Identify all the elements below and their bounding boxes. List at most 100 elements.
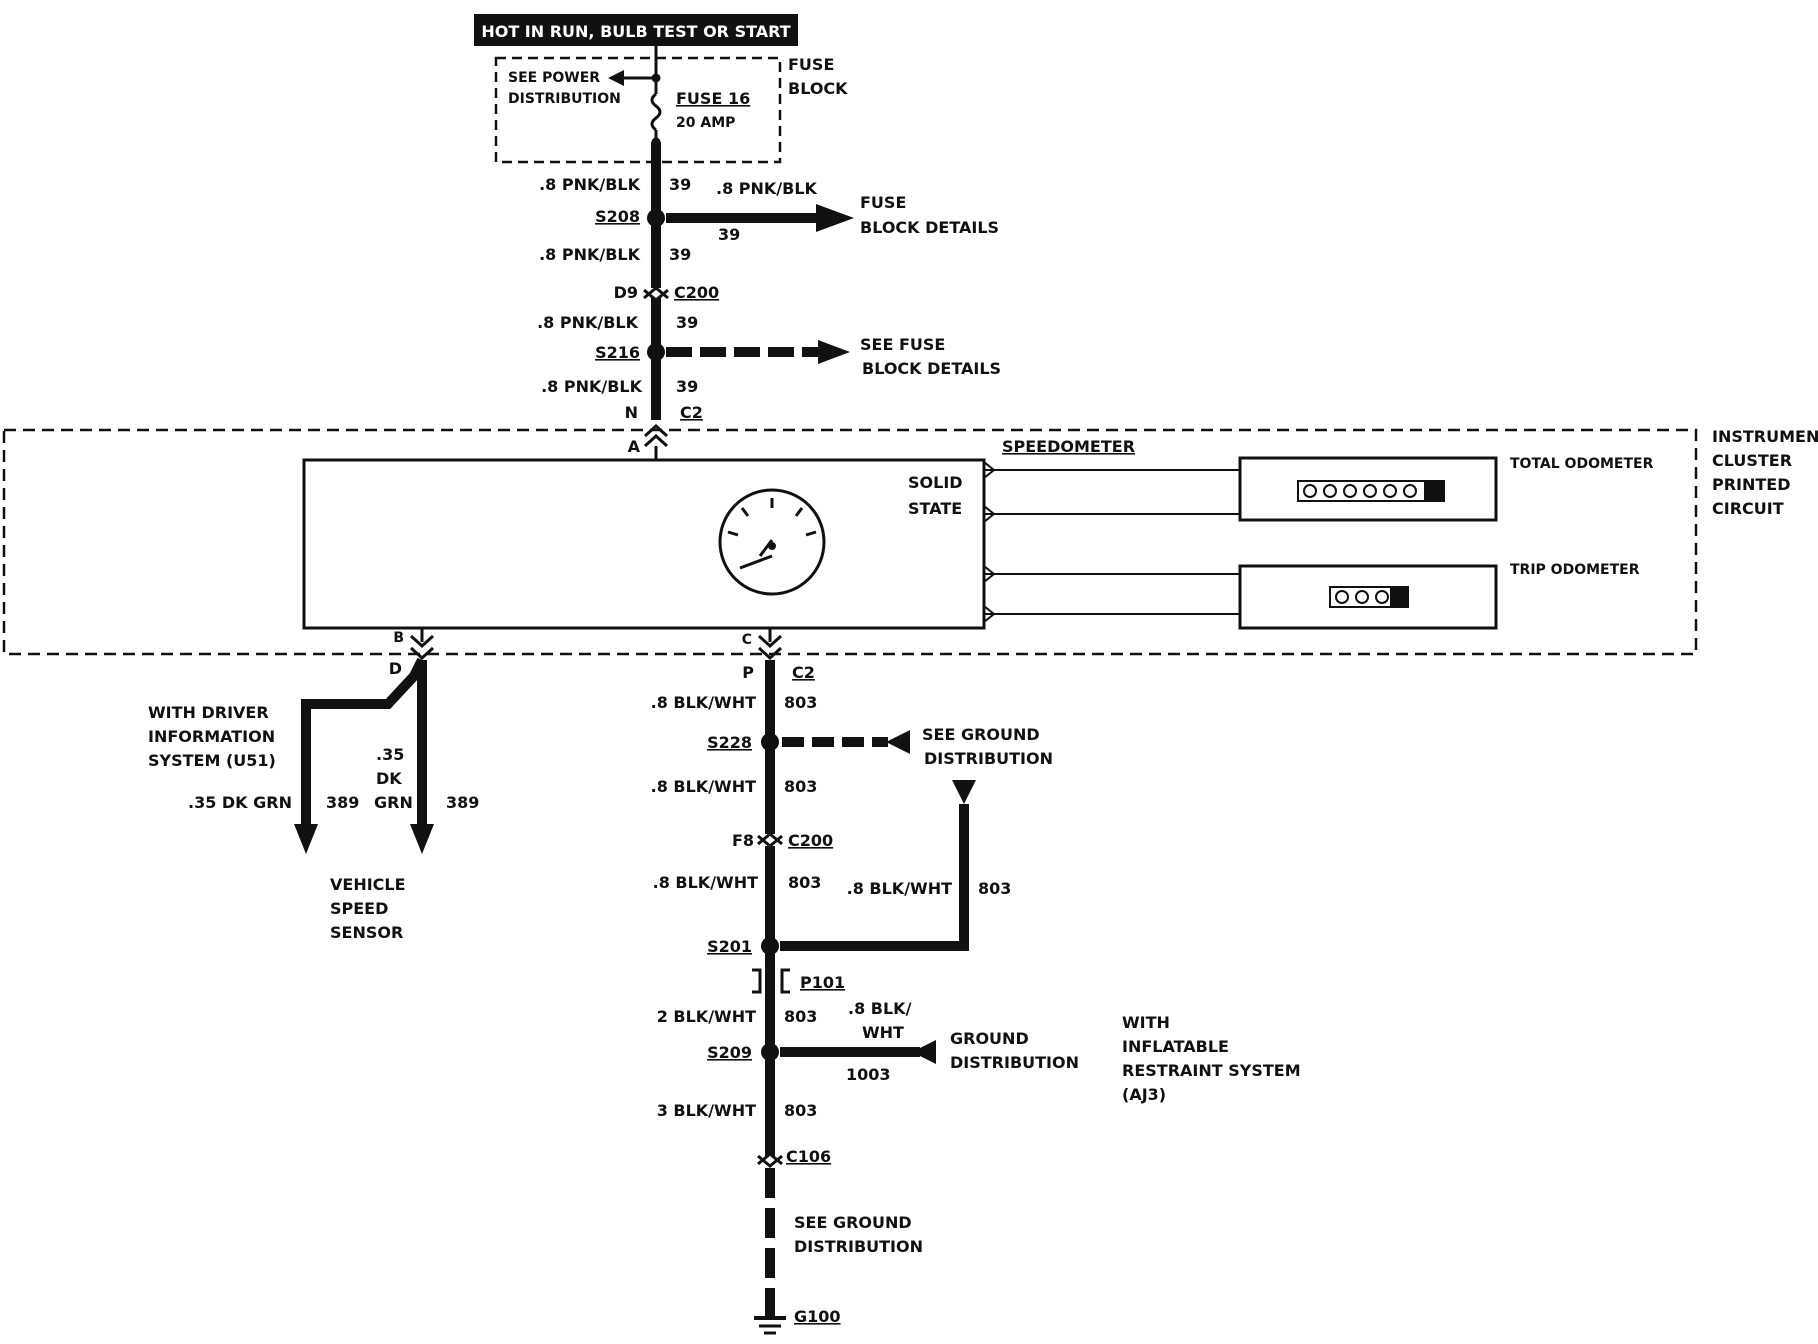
seg3-wire-label: .8 PNK/BLK [537, 313, 639, 332]
ground-g100-label: G100 [794, 1307, 841, 1326]
ground-seg2-circuit: 803 [784, 777, 817, 796]
ground-seg3-circuit: 803 [788, 873, 821, 892]
vss-option-1: WITH DRIVER [148, 703, 269, 722]
vss-right-wire-1: .35 [376, 745, 404, 764]
trip-odo-connector-icon [983, 565, 996, 623]
total-odometer-digits-icon [1297, 480, 1445, 502]
fuse-block-details-2: BLOCK DETAILS [860, 218, 999, 237]
speedometer-label: SPEEDOMETER [1002, 437, 1135, 456]
branch-s208-arrow-icon [816, 204, 854, 232]
cluster-label-4: CIRCUIT [1712, 499, 1784, 518]
ground-seg1-circuit: 803 [784, 693, 817, 712]
conn-c2-top-label: C2 [680, 403, 703, 422]
vss-right-circuit: 389 [446, 793, 479, 812]
seg2-circuit: 39 [669, 245, 691, 264]
cluster-label-3: PRINTED [1712, 475, 1791, 494]
fuse-rating: 20 AMP [676, 115, 735, 131]
vss-left-circuit: 389 [326, 793, 359, 812]
ground-seg5-wire: 3 BLK/WHT [657, 1101, 756, 1120]
seg4-wire-label: .8 PNK/BLK [541, 377, 643, 396]
branch-s228-arrow-icon [886, 730, 910, 754]
airbag-option-1: WITH [1122, 1013, 1170, 1032]
cluster-pin-b: B [393, 630, 404, 646]
vss-option-3: SYSTEM (U51) [148, 751, 276, 770]
seg1-circuit: 39 [669, 175, 691, 194]
see-ground-dist2-2: DISTRIBUTION [794, 1237, 923, 1256]
cluster-pin-a: A [628, 437, 641, 456]
pass-through-p101-icon [752, 968, 790, 994]
see-fuse-block-details-2: BLOCK DETAILS [862, 359, 1001, 378]
see-fuse-block-details-1: SEE FUSE [860, 335, 945, 354]
total-odometer-label: TOTAL ODOMETER [1510, 456, 1654, 472]
see-ground-dist-1: SEE GROUND [922, 725, 1040, 744]
airbag-option-4: (AJ3) [1122, 1085, 1166, 1104]
solid-state-1: SOLID [908, 473, 963, 492]
vss-option-2: INFORMATION [148, 727, 275, 746]
fuse-block-outline [494, 56, 782, 164]
branch-s216-arrow-icon [818, 340, 850, 364]
ground-side-wire: .8 BLK/WHT [847, 879, 952, 898]
wire-803-side [780, 804, 969, 951]
conn-c2-top-pin: N [625, 403, 638, 422]
splice-s201-label: S201 [707, 937, 752, 956]
see-ground-dist2-1: SEE GROUND [794, 1213, 912, 1232]
see-power-distribution-2: DISTRIBUTION [508, 91, 621, 107]
fuse-icon [650, 92, 662, 132]
ground-conn2-label: C200 [788, 831, 833, 850]
wire-389-left [301, 657, 427, 828]
airbag-option-3: RESTRAINT SYSTEM [1122, 1061, 1301, 1080]
pass-through-p101-label: P101 [800, 973, 845, 992]
speedometer-module [302, 458, 986, 630]
vss-left-wire: .35 DK GRN [188, 793, 292, 812]
ground-seg3-wire: .8 BLK/WHT [653, 873, 758, 892]
conn-c200-pin: D9 [614, 283, 638, 302]
conn-c106-label: C106 [786, 1147, 831, 1166]
ground-seg1-wire: .8 BLK/WHT [651, 693, 756, 712]
fuse-name: FUSE 16 [676, 89, 750, 108]
ground-conn2-pin: F8 [732, 831, 754, 850]
power-label: HOT IN RUN, BULB TEST OR START [481, 22, 790, 41]
connector-c2-top-icon [643, 423, 669, 448]
ground-side-circuit: 803 [978, 879, 1011, 898]
seg2-wire-label: .8 PNK/BLK [539, 245, 641, 264]
trip-odometer-label: TRIP ODOMETER [1510, 562, 1640, 578]
branch-s209-circuit: 1003 [846, 1065, 891, 1084]
splice-s209-label: S209 [707, 1043, 752, 1062]
see-power-distribution-1: SEE POWER [508, 70, 600, 86]
cluster-label-1: INSTRUMENT [1712, 427, 1818, 446]
branch-s208-wire-label: .8 PNK/BLK [716, 179, 818, 198]
power-label-box [474, 14, 798, 46]
vss-right-wire-3: GRN [374, 793, 413, 812]
ground-symbol-icon [754, 1316, 786, 1335]
connector-c200-lower-icon [757, 832, 783, 848]
vss-dest-2: SPEED [330, 899, 388, 918]
vss-conn-pin: D [389, 659, 402, 678]
seg4-circuit: 39 [676, 377, 698, 396]
seg3-circuit: 39 [676, 313, 698, 332]
branch-s208-circuit: 39 [718, 225, 740, 244]
seg1-wire-label: .8 PNK/BLK [539, 175, 641, 194]
branch-s209-arrow-icon [912, 1040, 936, 1064]
see-ground-dist-2: DISTRIBUTION [924, 749, 1053, 768]
instrument-cluster-outline [2, 428, 1698, 656]
wire-389-right-arrow-icon [410, 824, 434, 854]
ground-seg5-circuit: 803 [784, 1101, 817, 1120]
ground-seg4-circuit: 803 [784, 1007, 817, 1026]
ground-dist-1: GROUND [950, 1029, 1029, 1048]
connector-c106-icon [757, 1152, 783, 1168]
fuse-block-title-2: BLOCK [788, 79, 848, 98]
ground-conn1-label: C2 [792, 663, 815, 682]
connector-c2-pin-b-icon [409, 634, 435, 661]
connector-c2-pin-c-icon [757, 634, 783, 661]
splice-s216-label: S216 [595, 343, 640, 362]
airbag-option-2: INFLATABLE [1122, 1037, 1229, 1056]
ground-conn1-pin: P [742, 663, 754, 682]
speedometer-gauge-icon [718, 488, 826, 596]
splice-s208-label: S208 [595, 207, 640, 226]
fuse-block-title-1: FUSE [788, 55, 834, 74]
branch-s209-wire-2: WHT [862, 1023, 904, 1042]
branch-s209-wire-1: .8 BLK/ [848, 999, 912, 1018]
trip-odometer-digits-icon [1329, 586, 1409, 608]
see-power-arrow-icon [608, 70, 624, 86]
